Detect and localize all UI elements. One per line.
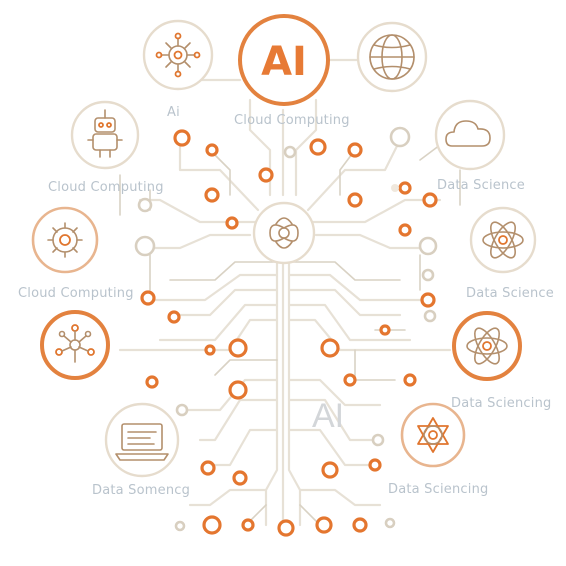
node — [352, 517, 368, 533]
node — [423, 309, 437, 323]
node — [241, 518, 255, 532]
node — [205, 143, 219, 157]
label-left-middle: Cloud Computing — [18, 286, 134, 301]
network-graph-icon — [55, 324, 95, 363]
node — [173, 129, 191, 147]
badge-atom-lower — [452, 311, 522, 381]
node — [391, 184, 399, 192]
badge-atom-upper — [469, 206, 537, 274]
node — [258, 167, 274, 183]
trunk-text: AI — [312, 397, 344, 435]
node — [418, 236, 438, 256]
node — [145, 375, 159, 389]
ai-logo-text: AI — [261, 39, 307, 85]
node — [140, 290, 156, 306]
badge-cloud — [434, 99, 506, 171]
node — [175, 403, 189, 417]
node — [202, 515, 222, 535]
label-bottom-right: Data Sciencing — [388, 482, 488, 497]
node — [134, 235, 156, 257]
node — [347, 142, 363, 158]
grey-nodes — [134, 126, 438, 532]
node — [315, 516, 333, 534]
node — [283, 145, 297, 159]
globe-icon — [369, 34, 415, 80]
badge-network-hub — [142, 19, 214, 91]
node — [389, 126, 411, 148]
infinity-knot-icon — [269, 217, 299, 249]
label-top-left: Ai — [167, 105, 180, 120]
orange-nodes — [140, 129, 438, 537]
label-right-upper: Data Science — [437, 178, 525, 193]
node — [174, 520, 186, 532]
node — [167, 310, 181, 324]
network-hub-icon — [155, 32, 201, 78]
laptop-icon — [115, 423, 169, 461]
node — [347, 192, 363, 208]
node — [398, 181, 412, 195]
label-right-lower: Data Sciencing — [451, 396, 551, 411]
node — [398, 223, 412, 237]
star-of-david-atom-icon — [417, 417, 449, 453]
node — [204, 187, 220, 203]
badge-gear — [31, 206, 99, 274]
node — [204, 344, 216, 356]
label-top-center: Cloud Computing — [234, 113, 350, 128]
node — [225, 216, 239, 230]
node — [371, 433, 385, 447]
node — [422, 192, 438, 208]
badge-laptop — [104, 402, 180, 478]
atom-icon — [466, 327, 508, 365]
badge-robot — [70, 100, 140, 170]
node — [403, 373, 417, 387]
node — [320, 338, 340, 358]
badge-ai-logo: AI — [238, 14, 330, 106]
labels: Ai Cloud Computing Cloud Computing Cloud… — [18, 105, 554, 498]
node — [384, 517, 396, 529]
label-right-middle: Data Science — [466, 286, 554, 301]
node — [232, 470, 248, 486]
atom-icon — [482, 221, 524, 259]
label-left-upper: Cloud Computing — [48, 180, 164, 195]
badge-network-graph — [40, 310, 110, 380]
badge-star-atom — [400, 402, 466, 468]
node — [321, 461, 339, 479]
node — [343, 373, 357, 387]
gear-icon — [47, 222, 83, 258]
cloud-icon — [445, 120, 491, 147]
label-bottom-left: Data Somencg — [92, 483, 190, 498]
node — [368, 458, 382, 472]
badge-infinity-knot — [252, 201, 316, 265]
node — [228, 338, 248, 358]
node — [379, 324, 391, 336]
node — [420, 292, 436, 308]
node — [137, 197, 153, 213]
badge-globe — [356, 21, 428, 93]
node — [228, 380, 248, 400]
robot-icon — [87, 109, 123, 158]
node — [200, 460, 216, 476]
node — [277, 519, 295, 537]
node — [309, 138, 327, 156]
node — [421, 268, 435, 282]
